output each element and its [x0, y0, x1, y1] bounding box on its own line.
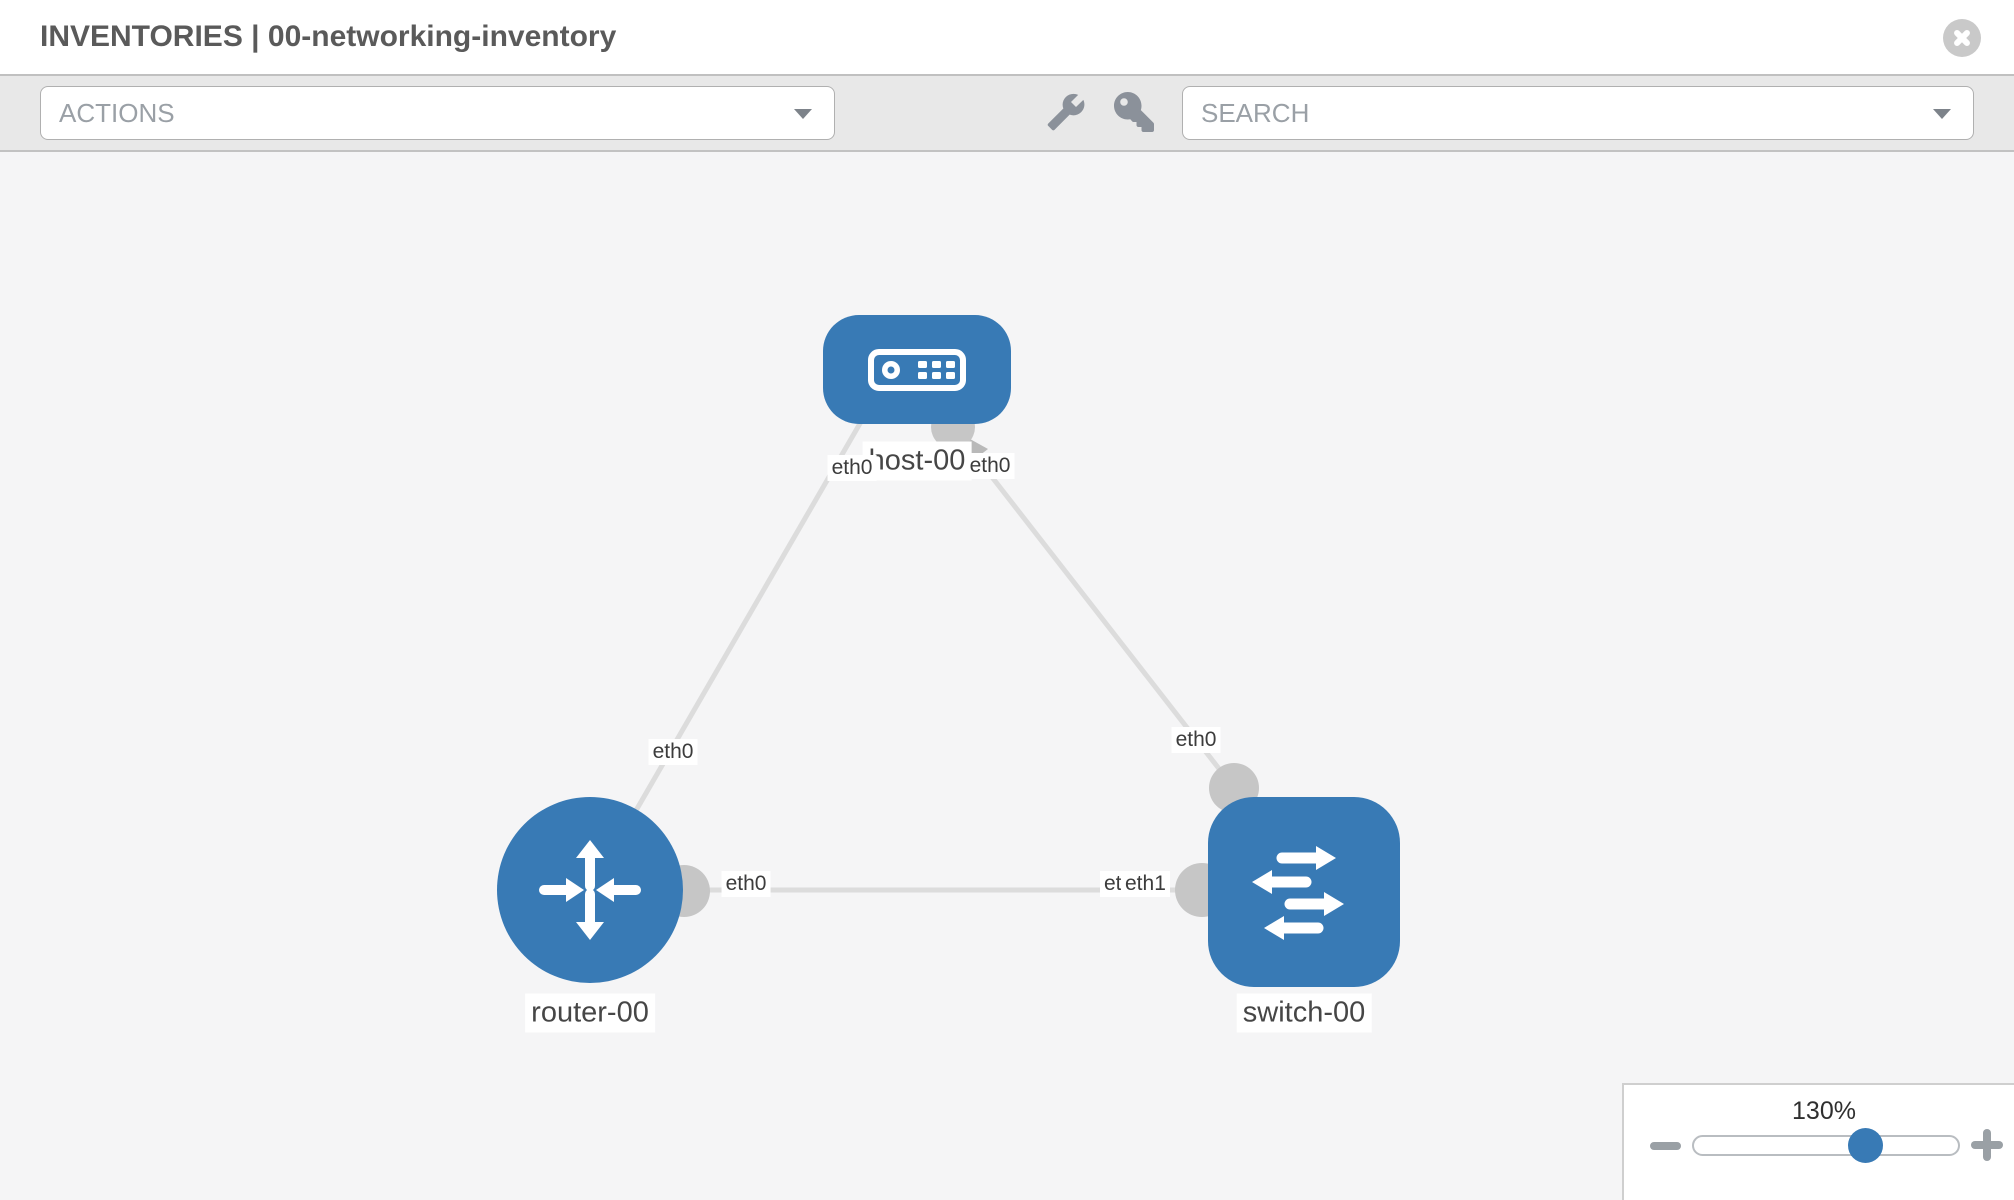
- zoom-level: 130%: [1792, 1097, 1856, 1125]
- zoom-panel: 130%: [1622, 1083, 2014, 1200]
- node-label-switch: switch-00: [1236, 993, 1372, 1033]
- chevron-down-icon: [1933, 109, 1951, 119]
- zoom-slider-handle[interactable]: [1848, 1128, 1883, 1163]
- network-links-layer: [587, 405, 1259, 917]
- search-placeholder: SEARCH: [1201, 98, 1310, 128]
- zoom-out-button[interactable]: [1650, 1142, 1681, 1150]
- interface-label-host-right: eth0: [965, 453, 1015, 479]
- interface-label-switch-left-front: eth1: [1121, 871, 1170, 897]
- key-icon: [1114, 92, 1154, 132]
- interface-label-router-right: eth0: [721, 871, 771, 897]
- topology-canvas[interactable]: host-00 router-00 switch-00 eth0 eth0 et…: [0, 152, 2014, 1200]
- title-bar: INVENTORIES | 00-networking-inventory: [0, 0, 2014, 74]
- node-label-router: router-00: [525, 993, 655, 1033]
- actions-dropdown[interactable]: ACTIONS: [40, 86, 835, 140]
- zoom-in-button[interactable]: [1971, 1129, 2003, 1161]
- node-label-host: host-00: [862, 441, 972, 481]
- switch-icon: [1252, 846, 1344, 940]
- interface-label-host-left: eth0: [827, 455, 877, 481]
- interface-label-router-top: eth0: [648, 739, 698, 765]
- configure-button[interactable]: [1046, 92, 1086, 132]
- actions-dropdown-label: ACTIONS: [59, 98, 175, 128]
- page-title: INVENTORIES | 00-networking-inventory: [40, 20, 617, 53]
- close-button[interactable]: [1943, 19, 1981, 57]
- interface-label-switch-top: eth0: [1171, 727, 1221, 753]
- wrench-icon: [1047, 93, 1085, 131]
- router-icon: [539, 840, 641, 940]
- node-switch-00[interactable]: [1208, 797, 1400, 987]
- search-dropdown[interactable]: SEARCH: [1182, 86, 1974, 140]
- node-host-00[interactable]: [823, 315, 1011, 424]
- node-router-00[interactable]: [497, 797, 683, 983]
- credentials-button[interactable]: [1114, 92, 1154, 132]
- host-icon: [868, 348, 966, 391]
- zoom-slider[interactable]: [1692, 1135, 1960, 1156]
- chevron-down-icon: [794, 109, 812, 119]
- toolbar: ACTIONS SEARCH: [0, 74, 2014, 152]
